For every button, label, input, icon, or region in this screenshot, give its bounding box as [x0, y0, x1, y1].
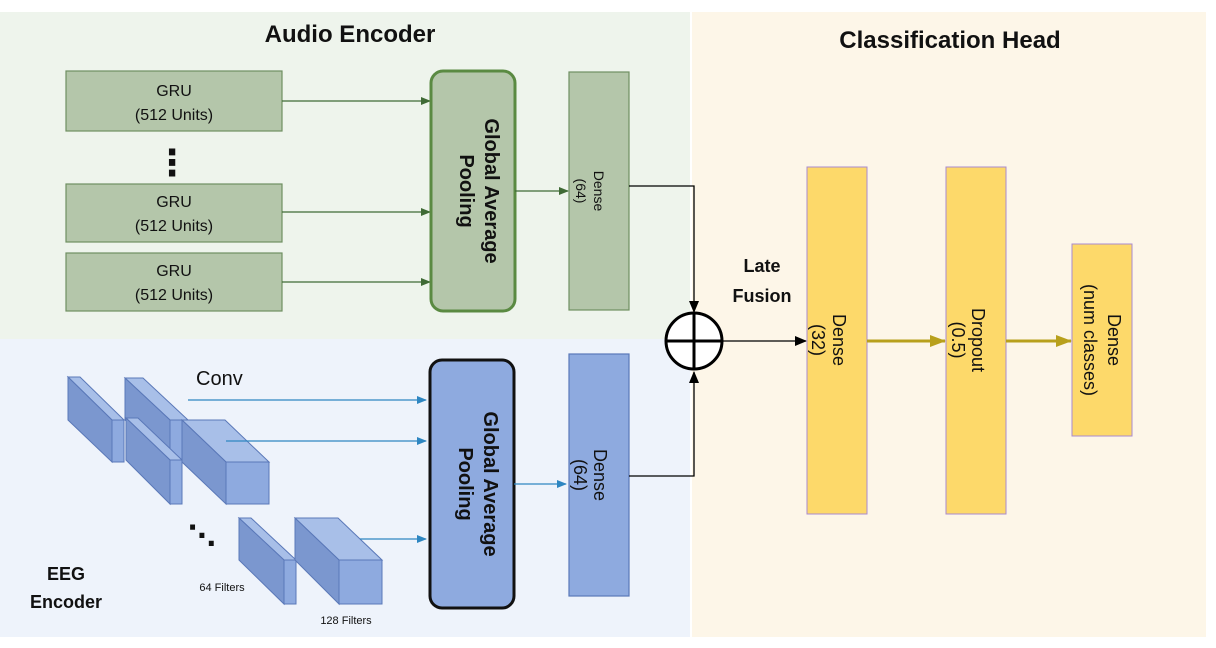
audio-pooling-block: Global Average Pooling: [429, 69, 517, 313]
arrow-audio-dense-to-fusion: [629, 185, 699, 313]
gru-block-2-label: GRU: [156, 194, 192, 211]
dense-output-block: Dense (num classes): [1071, 243, 1133, 437]
gru-block-3-units: (512 Units): [135, 287, 213, 304]
gru-block-2: GRU (512 Units): [65, 183, 283, 243]
gru-block-1-label: GRU: [156, 83, 192, 100]
conv-label: Conv: [196, 368, 243, 390]
classification-head-title: Classification Head: [839, 27, 1060, 54]
audio-pooling-line2: Pooling: [455, 154, 477, 227]
gru-block-3-label: GRU: [156, 263, 192, 280]
gru-block-3: GRU (512 Units): [65, 252, 283, 312]
eeg-conv-block-3: [124, 416, 184, 506]
eeg-pooling-block: Global Average Pooling: [428, 358, 516, 610]
gru-ellipsis: ⋮: [154, 143, 190, 184]
gru-block-1: GRU (512 Units): [65, 70, 283, 132]
eeg-conv-block-64: [237, 516, 298, 606]
filters-64-label: 64 Filters: [199, 582, 245, 594]
eeg-conv-block-4: [180, 418, 271, 506]
filters-128-label: 128 Filters: [320, 615, 372, 627]
dropout-block: Dropout (0.5): [945, 166, 1007, 515]
audio-dense-line1: Dense: [591, 171, 607, 212]
eeg-encoder-title-line2: Encoder: [30, 592, 102, 612]
dense-32-line1: Dense: [829, 314, 849, 366]
gru-block-1-units: (512 Units): [135, 107, 213, 124]
eeg-dense-block: Dense (64): [568, 353, 630, 597]
eeg-ellipsis: ⋱: [188, 519, 216, 552]
dropout-line2: (0.5): [948, 321, 968, 358]
audio-pooling-line1: Global Average: [480, 118, 502, 263]
fusion-plus-icon: [664, 311, 724, 371]
arrow-eeg-dense-to-fusion: [629, 371, 699, 477]
audio-encoder-title: Audio Encoder: [265, 21, 436, 48]
eeg-pooling-line2: Pooling: [454, 447, 476, 520]
dense-output-line2: (num classes): [1080, 284, 1100, 396]
late-fusion-line2: Fusion: [733, 286, 792, 306]
audio-dense-line2: (64): [573, 179, 589, 204]
dense-32-block: Dense (32): [806, 166, 868, 515]
dense-32-line2: (32): [808, 324, 828, 356]
gru-block-2-units: (512 Units): [135, 218, 213, 235]
late-fusion-line1: Late: [743, 256, 780, 276]
dense-output-line1: Dense: [1104, 314, 1124, 366]
eeg-conv-block-1: [66, 375, 126, 464]
eeg-dense-line2: (64): [570, 459, 590, 491]
eeg-conv-block-128: [293, 516, 384, 606]
eeg-dense-line1: Dense: [590, 449, 610, 501]
eeg-encoder-title-line1: EEG: [47, 564, 85, 584]
eeg-pooling-line1: Global Average: [479, 411, 501, 556]
dropout-line1: Dropout: [968, 308, 988, 372]
audio-dense-block: Dense (64): [568, 71, 630, 311]
